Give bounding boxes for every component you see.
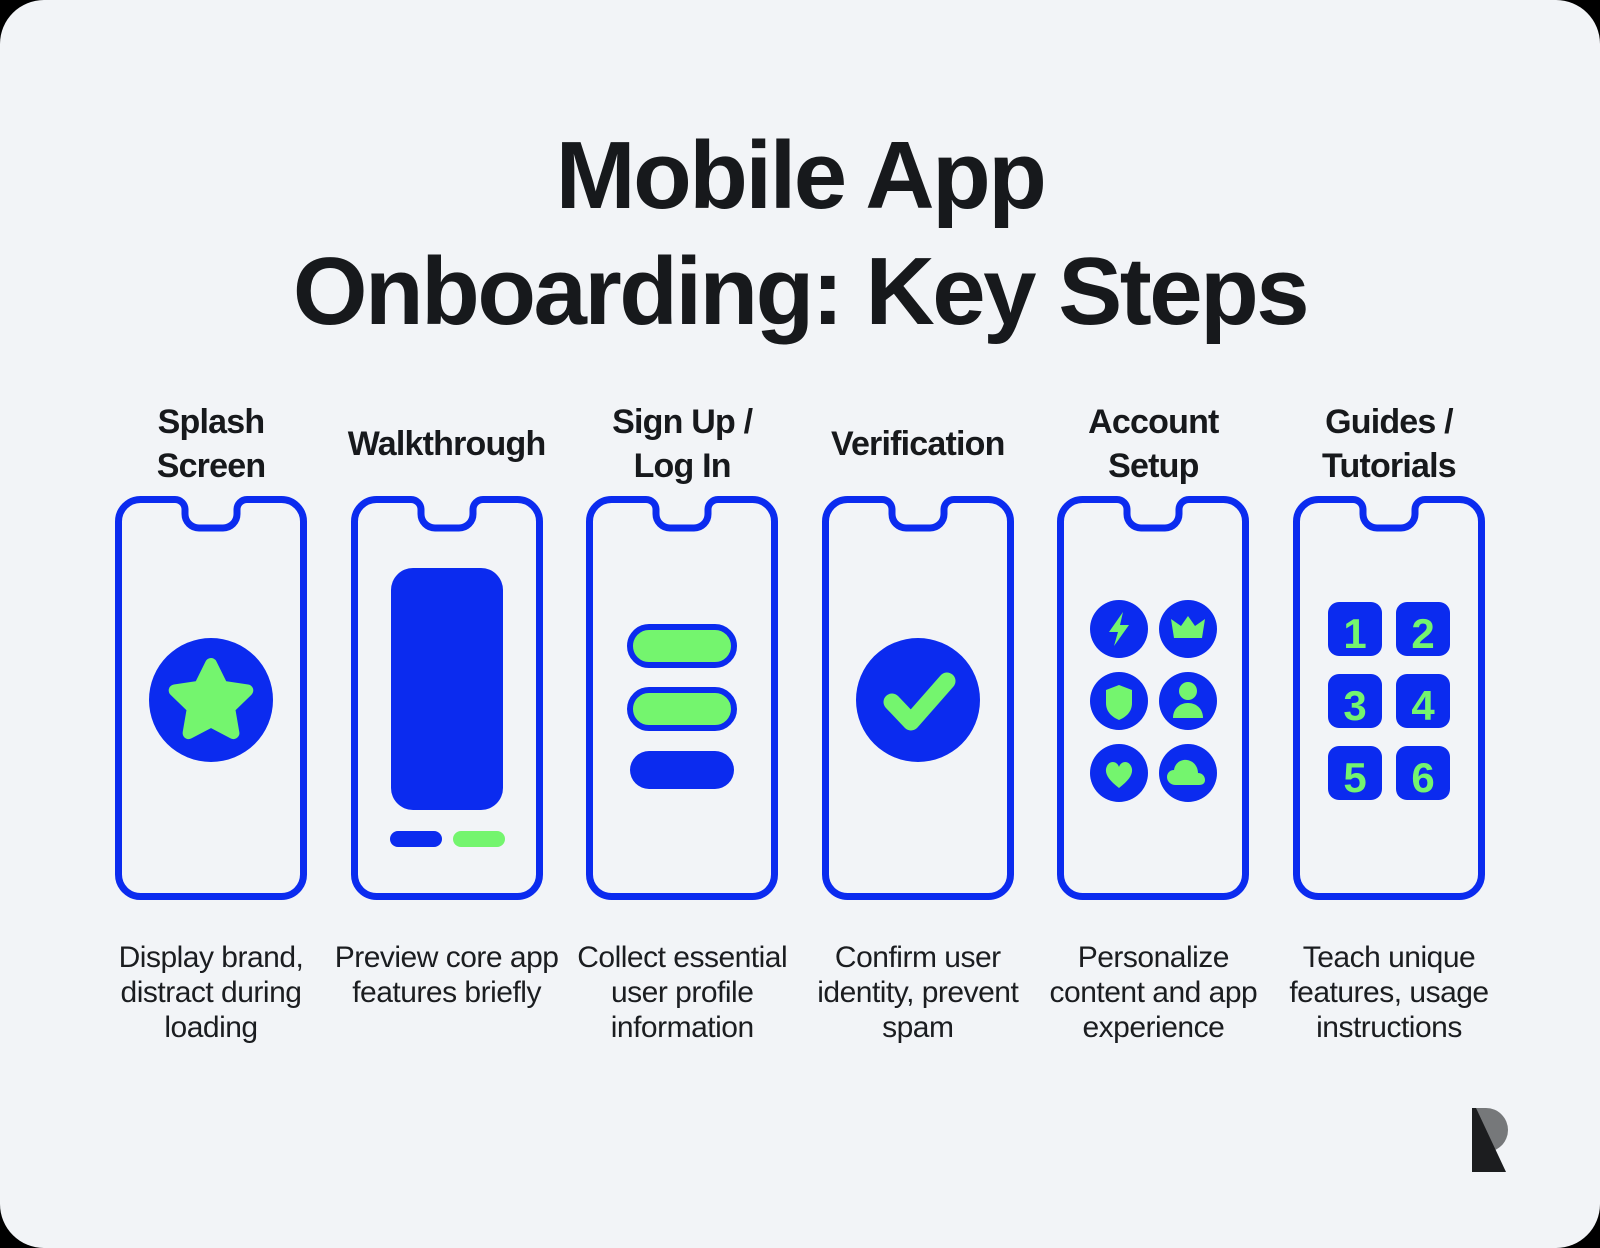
step-caption-sign-up-log-in: Collect essential user profile informati… [577,941,788,1044]
step-guides-tutorials: Guides / Tutorials 1 2 3 4 5 [1274,392,1504,1045]
person-icon [1179,682,1198,700]
page-title: Mobile App Onboarding: Key Steps [0,118,1600,350]
step-header-line-1: Account [1088,403,1219,441]
page-title-line-1: Mobile App [555,122,1047,229]
number-tile-label-2: 2 [1411,610,1434,657]
step-header-walkthrough: Walkthrough [347,425,547,463]
steps-row: Splash Screen Display brand, distract du… [96,392,1504,1045]
step-walkthrough: Walkthrough Preview core app features br… [332,392,562,1010]
number-tile-icon [1395,674,1450,728]
phone-mockup-sign-up [586,496,779,900]
page-title-line-2: Onboarding: Key Steps [292,238,1310,345]
shield-icon [1106,685,1133,720]
step-caption-walkthrough: Preview core app features briefly [334,941,559,1009]
card-icon [390,568,503,810]
step-header-line-2: Log In [633,447,732,485]
step-caption-splash-screen: Display brand, distract during loading [118,941,304,1044]
number-tile-icon [1327,602,1382,656]
phone-frame-icon [350,496,543,900]
number-tile-label-1: 1 [1343,610,1366,657]
step-header-sign-up-log-in: Sign Up / Log In [610,392,754,496]
phone-mockup-verification [821,496,1014,900]
number-tile-icon [1395,746,1450,800]
number-tile-icon [1395,602,1450,656]
brand-logo-r [1452,1100,1512,1180]
phone-mockup-guides-tutorials: 1 2 3 4 5 6 [1292,496,1485,900]
step-header-line-1: Sign Up / [612,403,753,441]
step-header-account-setup: Account Setup [1086,392,1220,496]
step-header-line-2: Setup [1108,447,1199,485]
number-tile-label-3: 3 [1343,682,1366,729]
step-account-setup: Account Setup [1038,392,1268,1045]
number-tile-label-5: 5 [1343,754,1366,801]
phone-frame-icon [115,496,307,900]
phone-frame-icon [821,496,1014,900]
phone-mockup-account-setup [1057,496,1250,900]
input-field-icon [627,687,738,731]
phone-mockup-walkthrough [350,496,543,900]
step-header-line-2: Screen [156,447,266,485]
step-header-verification: Verification [830,425,1005,463]
badge-circle-icon [855,638,980,762]
step-header-line-1: Guides / [1325,403,1454,441]
number-tile-label-6: 6 [1411,754,1434,801]
pill-blue-icon [389,831,442,847]
input-field-icon [627,624,738,668]
star-icon [168,658,254,740]
step-header-splash-screen: Splash Screen [155,392,268,496]
pill-green-icon [452,831,505,847]
cloud-icon [1167,759,1206,785]
step-caption-verification: Confirm user identity, prevent spam [817,941,1019,1044]
step-header-guides-tutorials: Guides / Tutorials [1320,392,1458,496]
icon-tile-person [1159,672,1218,730]
phone-frame-icon [1292,496,1485,900]
crown-icon [1171,616,1206,638]
step-splash-screen: Splash Screen Display brand, distract du… [96,392,326,1045]
heart-icon [1106,761,1133,788]
number-tile-label-4: 4 [1411,682,1435,729]
number-tile-icon [1327,746,1382,800]
number-tile-icon [1327,674,1382,728]
phone-mockup-splash-screen [115,496,307,900]
person-icon [1173,703,1204,718]
check-icon [883,672,956,731]
step-sign-up-log-in: Sign Up / Log In Collect essential user … [567,392,797,1045]
bolt-icon [1109,612,1130,646]
logo-stem-icon [1472,1108,1506,1172]
step-header-line-2: Tutorials [1322,447,1457,485]
step-header-line-1: Splash [157,403,265,441]
step-verification: Verification Confirm user identity, prev… [803,392,1033,1045]
step-caption-guides-tutorials: Teach unique features, usage instruction… [1289,941,1489,1044]
phone-frame-icon [1057,496,1250,900]
submit-button-icon [630,751,735,789]
step-caption-account-setup: Personalize content and app experience [1049,941,1258,1044]
phone-frame-icon [586,496,779,900]
